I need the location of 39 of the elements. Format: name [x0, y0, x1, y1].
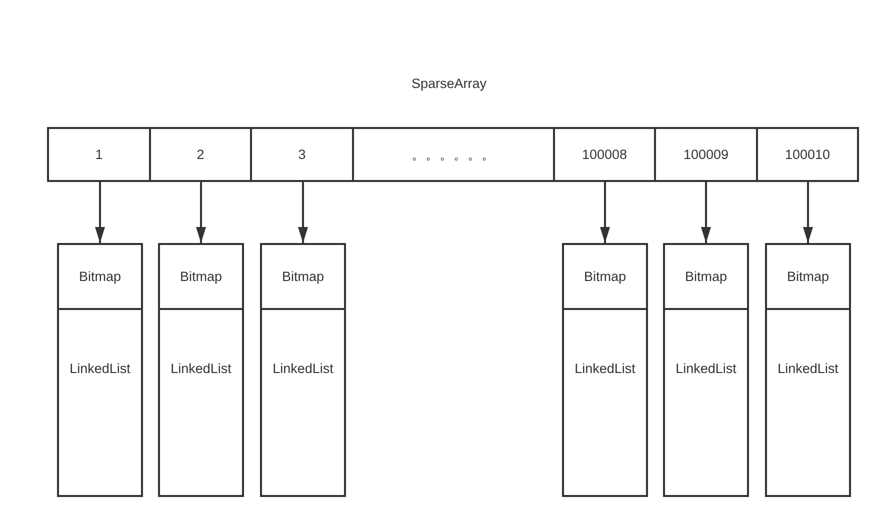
section-label: Bitmap: [180, 269, 222, 285]
arrow: [298, 182, 308, 243]
column-box: [663, 243, 749, 497]
arrow: [196, 182, 206, 243]
cell-label: 3: [298, 146, 306, 162]
title: SparseArray: [411, 76, 487, 92]
cell-label: 100008: [582, 146, 628, 162]
column-box: [260, 243, 346, 497]
column-box: [765, 243, 851, 497]
column-box: [562, 243, 648, 497]
section-label: LinkedList: [70, 361, 130, 377]
section-label: LinkedList: [272, 361, 334, 377]
cell-label: 2: [196, 146, 204, 162]
array-cell: [553, 127, 656, 182]
array-cell: [352, 127, 555, 182]
cell-label: 。。。。。。: [412, 146, 496, 162]
section-label: Bitmap: [786, 269, 830, 285]
arrow: [701, 182, 711, 243]
cell-label: 100009: [683, 146, 729, 162]
array-cell: [47, 127, 151, 182]
array-cell: [756, 127, 859, 182]
arrow: [95, 182, 105, 243]
array-cell: [250, 127, 354, 182]
arrow: [803, 182, 813, 243]
section-label: LinkedList: [778, 361, 838, 377]
array-cell: [654, 127, 758, 182]
cell-label: 1: [95, 146, 103, 162]
section-label: Bitmap: [584, 269, 626, 285]
section-label: Bitmap: [282, 269, 324, 285]
arrow: [600, 182, 610, 243]
section-label: LinkedList: [574, 361, 636, 377]
section-label: Bitmap: [684, 269, 728, 285]
section-label: Bitmap: [78, 269, 122, 285]
column-box: [57, 243, 143, 497]
section-label: LinkedList: [170, 361, 232, 377]
column-box: [158, 243, 244, 497]
array-cell: [149, 127, 252, 182]
section-label: LinkedList: [676, 361, 736, 377]
cell-label: 100010: [784, 146, 830, 162]
